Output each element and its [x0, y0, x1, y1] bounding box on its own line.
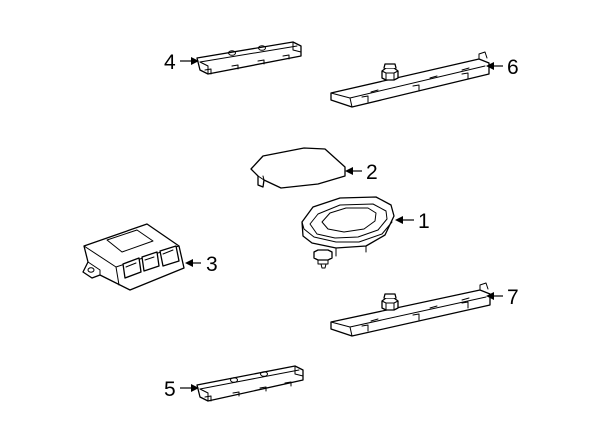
- leader-4: [180, 57, 199, 65]
- part-7-antenna-module: [330, 282, 491, 337]
- callout-5: 5: [164, 378, 176, 401]
- part-3-control-module: [82, 223, 185, 291]
- part-4-bracket: [196, 41, 302, 75]
- leader-3: [185, 259, 201, 267]
- leader-1: [395, 216, 414, 224]
- callout-2: 2: [366, 161, 378, 184]
- part-6-antenna-module: [330, 51, 490, 108]
- callout-4: 4: [164, 51, 176, 74]
- callout-3: 3: [206, 253, 218, 276]
- leader-5: [180, 384, 199, 392]
- part-1-sensor-unit: [301, 196, 395, 269]
- part-2-pad: [250, 147, 346, 189]
- callout-1: 1: [418, 210, 430, 233]
- leader-6: [486, 62, 503, 70]
- callout-6: 6: [507, 56, 519, 79]
- callout-7: 7: [507, 286, 519, 309]
- leader-7: [486, 292, 503, 300]
- leader-2: [345, 167, 362, 175]
- part-5-bracket: [196, 365, 304, 402]
